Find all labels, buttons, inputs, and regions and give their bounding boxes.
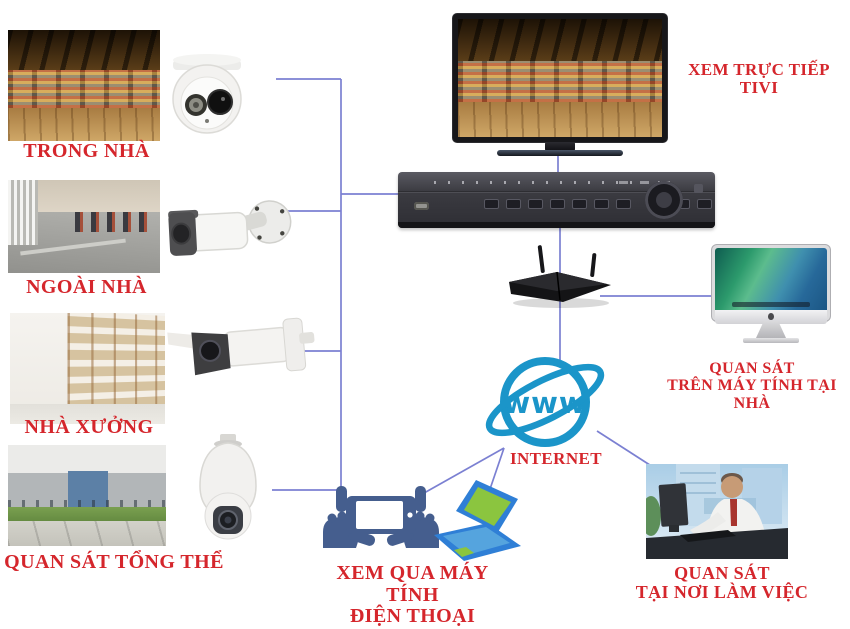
dvr-button — [528, 199, 543, 209]
imac-stand — [756, 321, 786, 338]
building-windows-art — [8, 499, 166, 507]
internet-globe-icon: www — [485, 357, 605, 447]
warehouse-photo — [10, 313, 165, 424]
label-tv: XEM TRỰC TIẾP TIVI — [688, 60, 830, 98]
building-grass-art — [8, 506, 166, 522]
imac-dock-bar — [731, 302, 811, 307]
bullet-camera-icon — [168, 200, 292, 256]
dvr-legend-text — [619, 181, 681, 184]
dvr-button — [550, 199, 565, 209]
tv-screen — [458, 19, 662, 137]
indoor-store-photo — [8, 30, 160, 141]
ptz-speed-dome-camera-icon — [199, 434, 257, 540]
dvr-recorder — [398, 172, 715, 228]
tv-stand-bar — [497, 150, 623, 156]
imac-wallpaper — [715, 248, 827, 310]
label-indoor: TRONG NHÀ — [23, 140, 150, 162]
label-office-line2: TẠI NƠI LÀM VIỆC — [635, 582, 809, 603]
store-floor-art — [8, 107, 160, 141]
street-gate-art — [8, 180, 39, 246]
hands-holding-phone-icon — [323, 486, 439, 548]
street-crowd-art — [74, 211, 154, 233]
store-shelves-art — [8, 69, 160, 108]
dome-camera-icon — [172, 54, 242, 134]
label-imac: QUAN SÁT TRÊN MÁY TÍNH TẠI NHÀ — [652, 360, 850, 412]
tv-scene-floor-art — [458, 101, 662, 137]
dvr-button — [594, 199, 609, 209]
dvr-button — [616, 199, 631, 209]
laptop-icon — [434, 480, 521, 561]
dvr-button — [506, 199, 521, 209]
label-mobile-line1: XEM QUA MÁY TÍNH — [336, 562, 489, 606]
dvr-groove — [398, 191, 715, 193]
imac-computer — [712, 245, 832, 345]
imac-base — [743, 338, 799, 343]
warehouse-floor-art — [10, 404, 165, 424]
dvr-indicator-row — [434, 181, 662, 184]
label-internet: INTERNET — [509, 449, 602, 468]
label-office-line1: QUAN SÁT — [674, 563, 770, 583]
label-office: QUAN SÁT TẠI NƠI LÀM VIỆC — [628, 563, 816, 603]
label-factory: NHÀ XƯỞNG — [24, 416, 154, 438]
dvr-button — [697, 199, 712, 209]
street-photo — [8, 180, 160, 273]
tv-scene-ceiling-art — [458, 19, 662, 62]
dvr-power-button — [694, 184, 703, 193]
dvr-bottom-trim — [398, 222, 715, 228]
building-photo — [8, 445, 166, 546]
tv-monitor — [453, 14, 667, 142]
label-imac-line1: QUAN SÁT — [709, 360, 795, 377]
label-mobile: XEM QUA MÁY TÍNH ĐIỆN THOẠI — [310, 562, 515, 628]
router-icon — [509, 245, 611, 308]
imac-screen — [712, 245, 830, 324]
label-overview: QUAN SÁT TỔNG THỂ — [4, 551, 224, 573]
office-worker-photo — [646, 464, 788, 559]
label-mobile-line2: ĐIỆN THOẠI — [349, 605, 476, 628]
dvr-button — [572, 199, 587, 209]
building-pavement-art — [8, 520, 166, 546]
long-bullet-camera-icon — [167, 317, 315, 376]
dvr-usb-port — [414, 202, 429, 210]
tv-stand-neck — [545, 142, 575, 151]
dvr-jog-dial — [645, 181, 683, 219]
imac-chin — [715, 310, 827, 324]
label-imac-line2: TRÊN MÁY TÍNH TẠI NHÀ — [667, 377, 837, 412]
store-ceiling-art — [8, 30, 160, 70]
label-outdoor: NGOÀI NHÀ — [26, 276, 147, 298]
tv-scene-shelves-art — [458, 61, 662, 102]
apple-logo-icon — [768, 313, 774, 320]
dvr-button — [484, 199, 499, 209]
warehouse-racks-art — [67, 313, 165, 411]
